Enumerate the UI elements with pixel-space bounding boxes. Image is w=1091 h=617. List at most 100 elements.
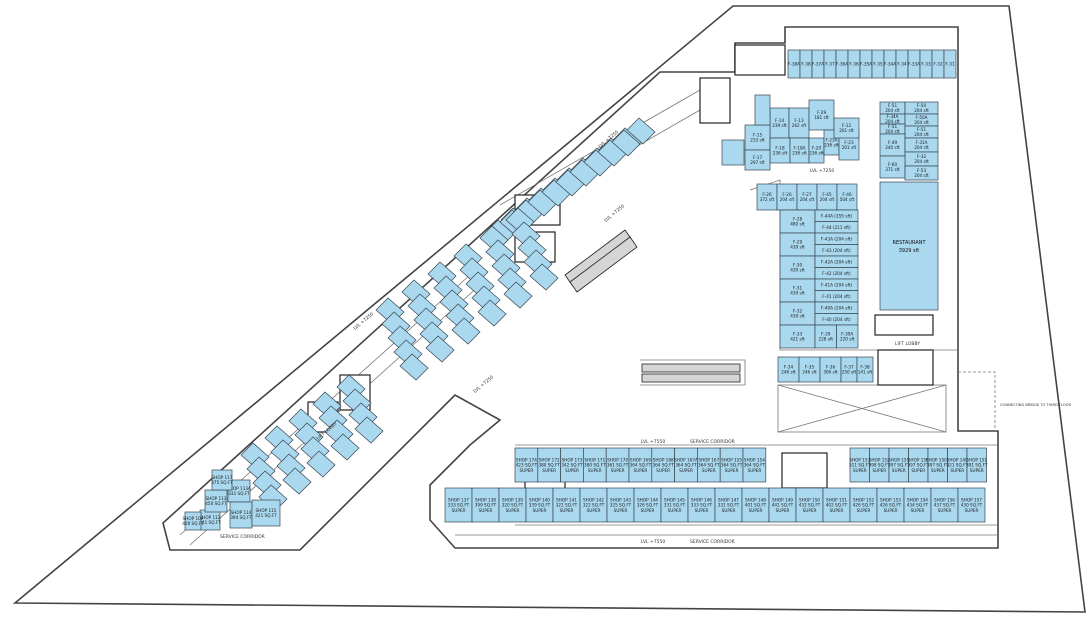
southwest-shop[interactable] (184, 511, 202, 531)
diagonal-wing-outline (162, 26, 999, 551)
shop-label: 240 sft (885, 145, 900, 150)
east-unit[interactable] (856, 356, 874, 383)
diagonal-shop[interactable] (306, 450, 336, 478)
shop-label: SHOP 145 (664, 497, 685, 502)
shop-label: F-39 (821, 332, 831, 337)
shop-label: 321 SQ.FT (556, 503, 578, 508)
shop-label: 397 SQ.FT (888, 463, 910, 468)
bottom-shop[interactable] (742, 447, 767, 483)
shop-label: 326 SQ.FT (637, 503, 659, 508)
bottom-shop[interactable] (606, 487, 635, 523)
shop-label: SHOP 153 (849, 457, 870, 462)
east-unit[interactable] (904, 165, 939, 181)
bottom-shop[interactable] (741, 487, 770, 523)
shop-label: SHOP 150A (926, 457, 950, 462)
diagonal-shop[interactable] (354, 416, 384, 444)
shop-label: F-41 (204 sft) (822, 294, 851, 299)
shop-label: SHOP 155 (721, 457, 742, 462)
southwest-shop[interactable] (251, 499, 281, 527)
shop-label: 204 sft (780, 197, 795, 202)
shop-label: 426 SQ.FT (853, 503, 875, 508)
diagonal-shop[interactable] (626, 117, 656, 145)
bottom-shop[interactable] (660, 487, 689, 523)
shop-label: F-53 (917, 168, 927, 173)
top-row-unit[interactable] (943, 49, 957, 79)
bottom-shop[interactable] (903, 487, 932, 523)
shop-label: SUPER (633, 468, 647, 473)
bottom-shop[interactable] (633, 487, 662, 523)
level-label: LVL +7250 (472, 374, 495, 394)
southwest-shop[interactable] (211, 469, 233, 491)
shop-label: SHOP 140 (529, 497, 550, 502)
shop-label: SHOP 151 (888, 457, 909, 462)
east-unit[interactable] (754, 94, 771, 126)
bottom-shop[interactable] (849, 487, 878, 523)
bottom-shop[interactable] (876, 487, 905, 523)
diagonal-shop[interactable] (330, 433, 360, 461)
bottom-shop[interactable] (966, 447, 987, 483)
shop-label: SHOP 115 (256, 508, 277, 513)
shop-label: 204 sft (820, 197, 835, 202)
shop-label: SHOP 168 (653, 457, 674, 462)
shop-label: F-32 (933, 62, 943, 67)
shop-label: 398 SQ.FT (868, 463, 890, 468)
shop-label: 320 SQ.FT (502, 503, 524, 508)
restaurant-unit[interactable] (879, 181, 939, 311)
diagonal-shop[interactable] (503, 281, 533, 309)
bottom-shop[interactable] (930, 487, 959, 523)
shop-label: F-39A (841, 332, 853, 337)
shop-label: 325 SQ.FT (610, 503, 632, 508)
shop-label: 201 sft (839, 128, 854, 133)
shop-label: 437 SQ.FT (934, 503, 956, 508)
east-unit[interactable] (744, 149, 771, 171)
bottom-shop[interactable] (714, 487, 743, 523)
toilet-block (699, 77, 731, 124)
bottom-shop[interactable] (444, 487, 473, 523)
bottom-shop[interactable] (957, 487, 986, 523)
shop-label: F-34A (886, 114, 898, 119)
shop-label: SUPER (722, 508, 736, 513)
diagonal-shop[interactable] (611, 129, 641, 157)
shop-label: SHOP 173 (562, 457, 583, 462)
shop-label: SHOP 154 (744, 457, 765, 462)
shop-label: SUPER (950, 468, 964, 473)
shop-label: F-38 (801, 62, 811, 67)
shop-label: 450 SQ.FT (205, 501, 227, 506)
shop-label: 204 sft (914, 159, 929, 164)
shop-label: 504 sft (840, 197, 855, 202)
diagonal-shop[interactable] (477, 299, 507, 327)
shop-label: SUPER (747, 468, 761, 473)
shop-label: SUPER (695, 508, 709, 513)
shop-label: SUPER (479, 508, 493, 513)
shop-label: 397 SQ.FT (907, 463, 929, 468)
shop-label: 380 SQ.FT (538, 463, 560, 468)
bottom-shop[interactable] (552, 487, 581, 523)
diagonal-shop[interactable] (451, 317, 481, 345)
bottom-shop[interactable] (687, 487, 716, 523)
escalator (641, 363, 741, 373)
shop-label: SUPER (587, 508, 601, 513)
bottom-shop[interactable] (471, 487, 500, 523)
east-unit[interactable] (721, 139, 745, 166)
bottom-shop[interactable] (768, 487, 797, 523)
connecting-bridge (958, 371, 996, 432)
shop-label: F-32 (917, 154, 927, 159)
east-unit[interactable] (836, 324, 859, 349)
east-unit[interactable] (833, 117, 860, 139)
shop-label: SHOP 167A (674, 457, 698, 462)
diagonal-shop[interactable] (399, 353, 429, 381)
shop-label: SUPER (911, 508, 925, 513)
diagonal-shop[interactable] (282, 467, 312, 495)
diagonal-shop[interactable] (425, 335, 455, 363)
bottom-shop[interactable] (795, 487, 824, 523)
diagonal-shop[interactable] (529, 263, 559, 291)
shop-label: 399 SQ.FT (475, 503, 497, 508)
shop-label: F-27 (802, 192, 812, 197)
shop-label: 421 sft (790, 337, 805, 342)
east-unit[interactable] (808, 99, 835, 131)
bottom-shop[interactable] (525, 487, 554, 523)
shop-label: F-60 (888, 162, 898, 167)
bottom-shop[interactable] (822, 487, 851, 523)
level-label: LVL +7250 (603, 203, 626, 223)
